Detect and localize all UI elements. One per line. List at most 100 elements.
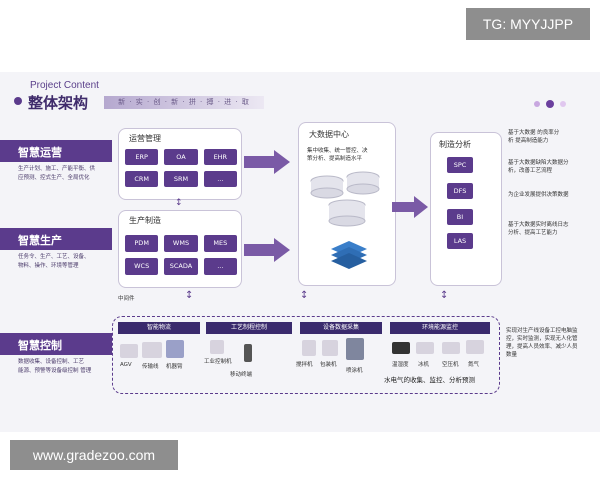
band-control-header: 智慧控制 xyxy=(0,333,112,355)
control-note-line: 控，实时监测，实现无人化管 xyxy=(506,336,578,342)
production-panel-title: 生产制造 xyxy=(129,216,161,225)
system-button-mes[interactable]: MES xyxy=(203,235,237,252)
decor-dot-icon xyxy=(534,101,540,107)
item-label: 移动终端 xyxy=(230,372,253,378)
system-button-more[interactable]: ... xyxy=(203,258,237,275)
decor-dots xyxy=(534,100,566,108)
air-compressor-icon xyxy=(442,342,460,354)
system-button-scada[interactable]: SCADA xyxy=(164,258,198,275)
analysis-note-line: 分析、提高工艺能力 xyxy=(508,230,558,236)
arrow-right-icon xyxy=(244,238,290,262)
item-label: 冰机 xyxy=(418,362,430,368)
analysis-note-line: 基于大数据 的良率分 xyxy=(508,130,560,136)
category-process-control: 工艺制程控制 xyxy=(206,322,292,334)
band-production: 智慧生产 任务令、生产、工艺、设备、 物料、操作、环境等管理 xyxy=(0,228,118,271)
item-label: 机器臂 xyxy=(166,364,183,370)
analysis-button-bi[interactable]: BI xyxy=(447,209,473,225)
item-label: 温湿度 xyxy=(392,362,409,368)
nitrogen-icon xyxy=(466,340,484,354)
spray-machine-icon xyxy=(346,338,364,360)
analysis-title: 制造分析 xyxy=(439,140,471,149)
updown-arrow-icon: ↕ xyxy=(300,290,309,301)
operations-panel: 运营管理 ERP OA EHR CRM SRM ... xyxy=(118,128,242,200)
system-button-wcs[interactable]: WCS xyxy=(125,258,159,275)
arrow-right-icon xyxy=(244,150,290,174)
analysis-button-las[interactable]: LAS xyxy=(447,233,473,249)
band-operations-title: 智慧运营 xyxy=(18,146,62,159)
category-environment-energy: 环境能源监控 xyxy=(390,322,490,334)
band-control: 智慧控制 数据收集、设备控制、工艺 能源、预警等设备级控制 管理 xyxy=(0,333,118,376)
mixer-icon xyxy=(302,340,316,356)
analysis-note: 基于大数据实时离线日志 分析、提高工艺能力 xyxy=(508,220,596,236)
analysis-note: 为企业发展提供决策数据 xyxy=(508,190,596,198)
system-button-crm[interactable]: CRM xyxy=(125,171,159,187)
band-operations-desc: 应预测、控式生产、全局优化 xyxy=(18,175,90,181)
analysis-panel: 制造分析 SPC DFS BI LAS xyxy=(430,132,502,286)
item-label: 喷涂机 xyxy=(346,368,363,374)
band-production-title: 智慧生产 xyxy=(18,234,62,247)
analysis-button-spc[interactable]: SPC xyxy=(447,157,473,173)
control-note-line: 实现对生产线设备工控电脑监 xyxy=(506,328,578,334)
watermark-top: TG: MYYJJPP xyxy=(466,8,590,40)
bigdata-desc: 集中收集、统一管控、决 xyxy=(307,148,368,154)
production-panel: 生产制造 PDM WMS MES WCS SCADA ... xyxy=(118,210,242,288)
bigdata-title: 大数据中心 xyxy=(309,130,349,139)
packing-machine-icon xyxy=(322,340,338,356)
chiller-icon xyxy=(416,342,434,354)
project-label: Project Content xyxy=(30,80,99,91)
item-label: 工业控制机 xyxy=(204,359,232,365)
control-note: 实现对生产线设备工控电脑监 控，实时监测，实现无人化管 理，提高人员效率、减少人… xyxy=(506,326,598,358)
band-operations-header: 智慧运营 xyxy=(0,140,112,162)
conveyor-icon xyxy=(142,342,162,358)
analysis-note-line: 为企业发展提供决策数据 xyxy=(508,192,569,198)
middleware-label: 中间件 xyxy=(118,296,135,302)
system-button-pdm[interactable]: PDM xyxy=(125,235,159,252)
item-label: 氮气 xyxy=(468,362,480,368)
band-production-header: 智慧生产 xyxy=(0,228,112,250)
tagline: 新 · 实 · 创 · 新 · 拼 · 搏 · 进 · 取 xyxy=(104,96,264,109)
system-button-erp[interactable]: ERP xyxy=(125,149,159,165)
updown-arrow-icon: ↕ xyxy=(185,290,194,301)
decor-dot-icon xyxy=(560,101,566,107)
item-label: 传输线 xyxy=(142,364,159,370)
watermark-bottom: www.gradezoo.com xyxy=(10,440,178,470)
band-operations-desc: 生产计划、施工、产能平衡、供 xyxy=(18,166,96,172)
category-equipment-data: 设备数据采集 xyxy=(300,322,382,334)
title-bullet-icon xyxy=(14,97,22,105)
band-production-desc: 物料、操作、环境等管理 xyxy=(18,263,79,269)
analysis-note-line: 基于大数据缺陷大数据分 xyxy=(508,160,569,166)
band-control-desc: 能源、预警等设备级控制 管理 xyxy=(18,368,92,374)
database-icon xyxy=(310,171,380,269)
analysis-note-line: 析 提高制造能力 xyxy=(508,138,549,144)
robot-arm-icon xyxy=(166,340,184,358)
control-note-line: 数量 xyxy=(506,352,518,358)
analysis-note-line: 析，改善工艺流程 xyxy=(508,168,553,174)
analysis-button-dfs[interactable]: DFS xyxy=(447,183,473,199)
decor-dot-icon xyxy=(546,100,554,108)
analysis-note-line: 基于大数据实时离线日志 xyxy=(508,222,569,228)
system-button-wms[interactable]: WMS xyxy=(164,235,198,252)
bigdata-desc: 策分析、提高制造水平 xyxy=(307,156,363,162)
operations-panel-title: 运营管理 xyxy=(129,134,161,143)
arrow-right-icon xyxy=(392,196,428,218)
system-button-ehr[interactable]: EHR xyxy=(203,149,237,165)
band-production-desc: 任务令、生产、工艺、设备、 xyxy=(18,254,90,260)
updown-arrow-icon: ↕ xyxy=(175,198,183,208)
industrial-pc-icon xyxy=(210,340,224,354)
control-note-line: 理，提高人员效率、减少人员 xyxy=(506,344,578,350)
humidity-sensor-icon xyxy=(392,342,410,354)
mobile-terminal-icon xyxy=(244,344,252,362)
item-label: 搅拌机 xyxy=(296,362,313,368)
bigdata-panel: 大数据中心 集中收集、统一管控、决 策分析、提高制造水平 xyxy=(298,122,396,286)
system-button-more[interactable]: ... xyxy=(203,171,237,187)
analysis-note: 基于大数据 的良率分 析 提高制造能力 xyxy=(508,128,596,144)
system-button-srm[interactable]: SRM xyxy=(164,171,198,187)
item-label: 空压机 xyxy=(442,362,459,368)
control-container xyxy=(112,316,500,394)
updown-arrow-icon: ↕ xyxy=(440,290,449,301)
env-caption: 水电气的收集、监控、分析预测 xyxy=(384,376,475,384)
analysis-note: 基于大数据缺陷大数据分 析，改善工艺流程 xyxy=(508,158,596,174)
agv-icon xyxy=(120,344,138,358)
item-label: AGV xyxy=(120,362,132,368)
system-button-oa[interactable]: OA xyxy=(164,149,198,165)
